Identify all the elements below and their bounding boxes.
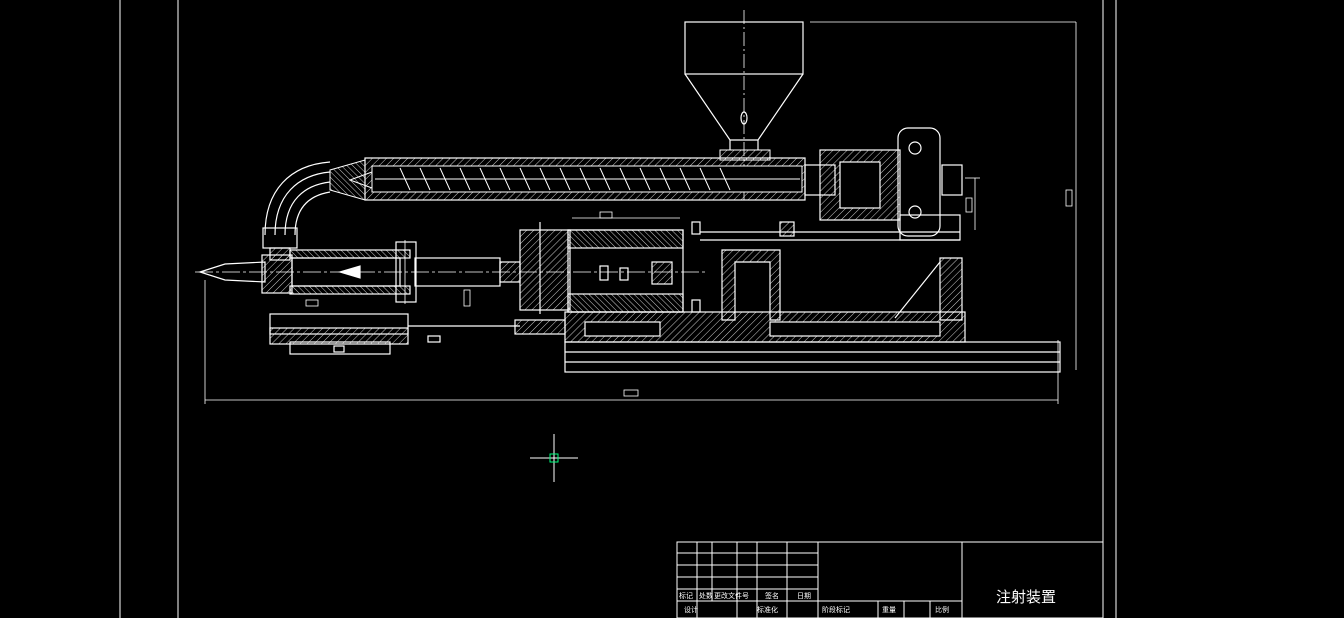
injection-cylinder[interactable]	[414, 221, 701, 314]
machine-base[interactable]	[564, 249, 1061, 373]
carriage-cylinder[interactable]	[269, 313, 566, 355]
feed-throat	[719, 149, 771, 161]
tb-standard-label: 标准化	[757, 605, 778, 614]
tb-header-count: 处数	[699, 591, 713, 600]
barrel-nose	[329, 159, 366, 201]
tb-header-signature: 签名	[765, 591, 779, 600]
dimension-lines	[204, 21, 1077, 404]
title-block	[676, 541, 1104, 618]
tb-stage-label: 阶段标记	[822, 605, 850, 614]
tb-header-mark: 标记	[679, 591, 693, 600]
tb-header-date: 日期	[797, 592, 811, 600]
injection-nozzle[interactable]	[198, 241, 417, 303]
tb-header-change-doc: 更改文件号	[714, 591, 749, 600]
elbow-runner[interactable]	[262, 161, 331, 261]
crosshair-cursor-icon	[530, 434, 578, 482]
screw-flights	[375, 167, 800, 191]
tb-design-label: 设计	[684, 605, 698, 614]
drawing-title: 注射装置	[996, 588, 1056, 606]
nozzle-tip-upper	[348, 171, 373, 189]
barrel-assembly[interactable]	[329, 149, 806, 201]
title-block-text: 标记 处数 更改文件号 签名 日期 设计 标准化 阶段标记 重量 比例	[679, 591, 949, 614]
tb-ratio-label: 比例	[935, 605, 949, 614]
tb-weight-label: 重量	[882, 606, 896, 614]
drive-unit[interactable]	[700, 127, 963, 241]
drawing-frame	[119, 0, 1117, 618]
